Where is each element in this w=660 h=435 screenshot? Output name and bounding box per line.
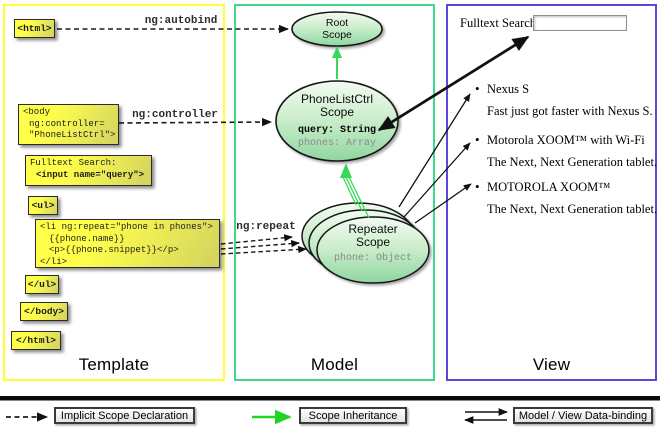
model-panel-title: Model	[310, 355, 359, 374]
legend-separator-line	[0, 396, 660, 401]
code-line: Fulltext Search:	[30, 158, 117, 168]
list-item-desc: The Next, Next Generation tablet.	[487, 155, 658, 169]
fulltext-search-label: Fulltext Search:	[460, 16, 540, 30]
list-item-name: • MOTOROLA XOOM™	[475, 179, 611, 195]
code-html-close: </html>	[11, 331, 61, 350]
scope-property: phones: Array	[297, 137, 376, 149]
list-item-desc: The Next, Next Generation tablet.	[487, 202, 658, 216]
scope-name: Scope	[355, 235, 391, 249]
list-item-desc: Fast just got faster with Nexus S.	[487, 104, 653, 118]
list-item-name: • Motorola XOOM™ with Wi-Fi	[475, 132, 645, 148]
code-line: <li ng:repeat="phone in phones">	[40, 222, 213, 232]
code-line: </li>	[40, 256, 68, 267]
code-ul-open: <ul>	[28, 196, 58, 215]
repeater-scope-label: Repeater Scope phone: Object	[313, 223, 433, 266]
code-body-close: </body>	[20, 302, 68, 321]
legend-implicit-scope-declaration: Implicit Scope Declaration	[54, 407, 195, 424]
template-panel: Template	[3, 4, 225, 381]
bullet-icon: •	[475, 81, 480, 96]
code-line: <body	[23, 107, 51, 117]
legend-model-view-data-binding: Model / View Data-binding	[513, 407, 653, 424]
code-fulltext: Fulltext Search: <input name="query">	[25, 155, 152, 186]
code-line: {{phone.name}}	[49, 233, 125, 244]
scope-name: Scope	[322, 29, 352, 41]
list-item-name: • Nexus S	[475, 81, 529, 97]
scope-property: phone: Object	[333, 253, 412, 264]
phone-name: MOTOROLA XOOM™	[487, 180, 611, 194]
controller-arrow-label: ng:controller	[132, 109, 218, 121]
bullet-icon: •	[475, 179, 480, 194]
fulltext-search-input[interactable]	[533, 15, 627, 31]
autobind-arrow-label: ng:autobind	[144, 15, 218, 27]
code-line: ng:controller=	[29, 118, 105, 129]
code-body-open: <body ng:controller= "PhoneListCtrl">	[18, 104, 119, 145]
template-panel-title: Template	[78, 355, 150, 374]
view-panel-title: View	[532, 355, 571, 374]
code-li-repeat: <li ng:repeat="phone in phones"> {{phone…	[35, 219, 220, 268]
scope-property: query: String	[297, 125, 376, 136]
scope-name: Root	[325, 17, 349, 29]
code-html-open: <html>	[14, 19, 55, 38]
code-line: <input name="query">	[36, 169, 145, 180]
phone-name: Nexus S	[487, 82, 530, 96]
bullet-icon: •	[475, 132, 480, 147]
code-line: "PhoneListCtrl">	[29, 130, 116, 140]
repeat-arrow-label: ng:repeat	[236, 221, 296, 233]
phone-name: Motorola XOOM™ with Wi-Fi	[487, 133, 645, 147]
code-ul-close: </ul>	[25, 275, 59, 294]
root-scope-label: Root Scope	[292, 17, 382, 41]
scope-name: Scope	[319, 105, 355, 119]
phonelistctrl-scope-label: PhoneListCtrl Scope query: String phones…	[277, 93, 397, 150]
legend-scope-inheritance: Scope Inheritance	[299, 407, 407, 424]
model-panel: Model	[234, 4, 435, 381]
code-line: <p>{{phone.snippet}}</p>	[49, 245, 179, 255]
